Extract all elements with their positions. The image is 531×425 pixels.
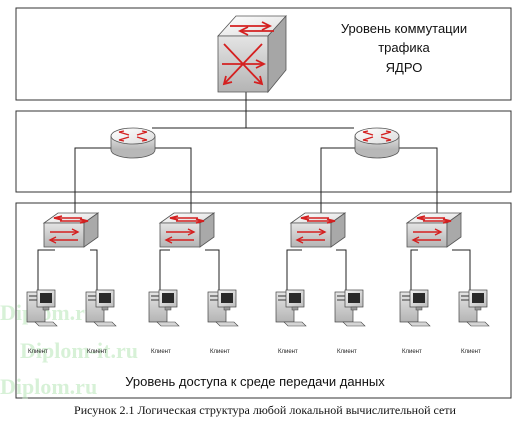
- core-tier-title-line2: трафика: [378, 40, 430, 55]
- access-switch-icon: [290, 212, 346, 248]
- access-switch-icon: [406, 212, 462, 248]
- router-icon-left: [110, 127, 156, 159]
- svg-text:Diplom-it.ru: Diplom-it.ru: [20, 338, 138, 363]
- client-label: Клиент: [210, 349, 230, 355]
- core-tier-frame: [15, 7, 512, 101]
- core-switch-icon: [217, 14, 287, 94]
- client-label: Клиент: [87, 349, 107, 355]
- client-computer-icon: [148, 289, 180, 327]
- client-computer-icon: [458, 289, 490, 327]
- client-computer-icon: [275, 289, 307, 327]
- core-tier-title-line3: ЯДРО: [386, 60, 423, 75]
- access-switch-icon: [43, 212, 99, 248]
- access-tier-title: Уровень доступа к среде передачи данных: [125, 374, 385, 389]
- client-computer-icon: [334, 289, 366, 327]
- access-switch-icon: [159, 212, 215, 248]
- svg-text:Diplom.ru: Diplom.ru: [0, 374, 97, 399]
- client-label: Клиент: [28, 349, 48, 355]
- client-label: Клиент: [337, 349, 357, 355]
- watermark: Diplom.ru Diplom-it.ru Diplom.ru: [0, 300, 138, 399]
- client-computer-icon: [207, 289, 239, 327]
- client-computer-icon: [399, 289, 431, 327]
- distribution-tier-frame: [15, 110, 512, 193]
- network-links: [37, 92, 471, 292]
- client-label: Клиент: [461, 349, 481, 355]
- access-tier-frame: [15, 202, 512, 399]
- client-label: Клиент: [402, 349, 422, 355]
- router-icon-right: [354, 127, 400, 159]
- core-tier-title-line1: Уровень коммутации: [341, 21, 467, 36]
- client-computer-icon: [85, 289, 117, 327]
- client-label: Клиент: [278, 349, 298, 355]
- client-label: Клиент: [151, 349, 171, 355]
- figure-caption: Рисунок 2.1 Логическая структура любой л…: [74, 403, 457, 417]
